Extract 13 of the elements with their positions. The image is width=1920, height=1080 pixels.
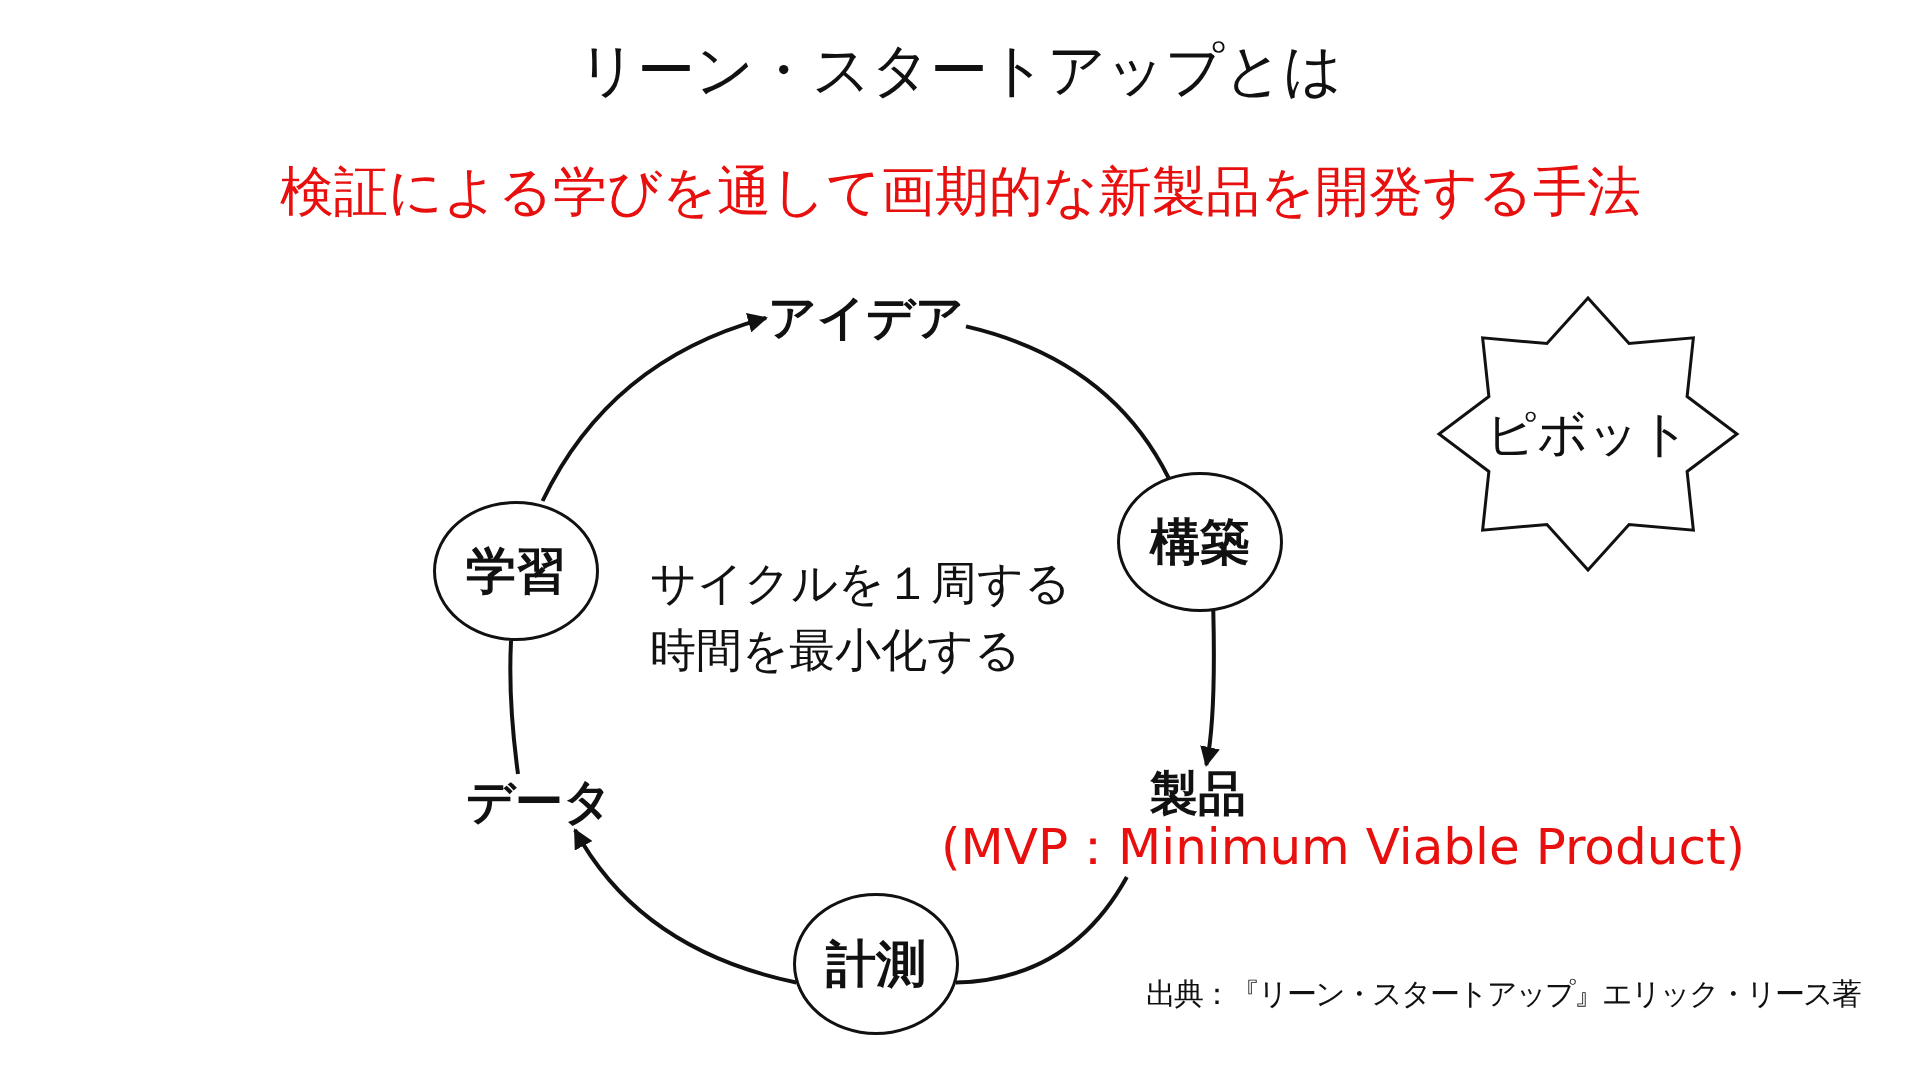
subtitle: 検証による学びを通して画期的な新製品を開発する手法 xyxy=(278,160,1642,225)
cycle-arrow xyxy=(1199,610,1220,767)
step-label: 計測 xyxy=(826,934,926,994)
cycle-arrow xyxy=(573,828,797,985)
step-label: データ xyxy=(466,773,612,831)
step-label: 構築 xyxy=(1150,512,1250,572)
step-label: 学習 xyxy=(466,541,566,601)
source-note: 出典：『リーン・スタートアップ』エリック・リース著 xyxy=(1146,975,1860,1013)
pivot-label: ピボット xyxy=(1486,404,1690,464)
step-label: アイデア xyxy=(768,289,964,347)
title: リーン・スタートアップとは xyxy=(577,36,1343,106)
center-note: サイクルを１周する時間を最小化する xyxy=(650,555,1072,679)
cycle-arrow xyxy=(540,313,768,502)
